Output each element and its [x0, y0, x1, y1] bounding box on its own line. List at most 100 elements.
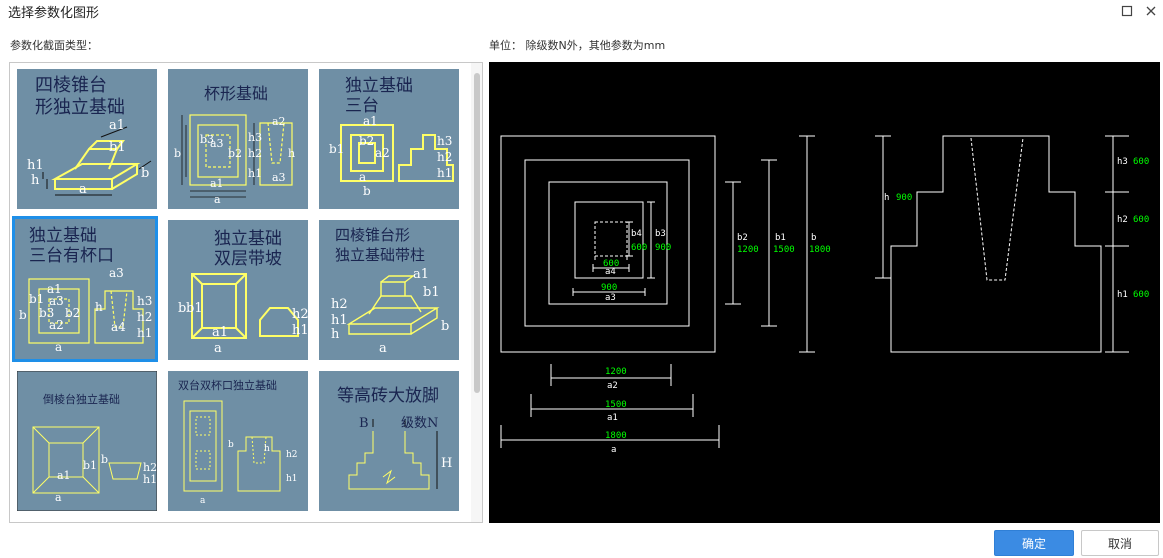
thumb-4-dim-h2: h2	[137, 310, 152, 324]
thumb-3-dim-b2: b2	[359, 134, 374, 148]
preview-h3-label: h3	[1117, 157, 1128, 167]
gallery-scroll-thumb[interactable]	[474, 73, 480, 393]
thumb-6-dim-b1: b1	[423, 285, 440, 300]
thumb-8-dim-h1: h1	[286, 474, 298, 484]
thumb-4-dim-b3: b3	[39, 306, 54, 320]
preview-h3-value: 600	[1133, 157, 1149, 167]
thumb-three-step-foundation[interactable]: 独立基础 三台 a1 b2 a2 b1 a b h3 h2 h1	[316, 66, 462, 212]
thumb-three-step-cup-foundation[interactable]: 独立基础 三台有杯口 a3 a1 b1 a3 b3 b2 a2 a h a4 h…	[12, 216, 158, 362]
thumb-7-dim-h1: h1	[143, 473, 157, 486]
thumb-4-dim-a1: a1	[47, 282, 62, 296]
thumb-2-dim-a2: a2	[272, 115, 286, 128]
thumb-5-title-line2: 双层带坡	[214, 249, 282, 269]
thumb-4-dim-a3: a3	[49, 294, 64, 308]
thumb-8-dim-b: b	[228, 440, 234, 450]
thumb-2-dim-h3: h3	[248, 131, 262, 144]
thumb-2-dim-h: h	[288, 147, 295, 160]
thumb-7-dim-a1: a1	[57, 469, 71, 482]
preview-a1-label: a1	[607, 413, 618, 423]
preview-a-value: 1800	[605, 431, 627, 441]
preview-a2-label: a2	[607, 381, 618, 391]
thumb-double-cup-foundation[interactable]: 双台双杯口独立基础 a b h h1 h2	[165, 368, 311, 514]
preview-a2-value: 1200	[605, 367, 627, 377]
thumb-5-dim-h1: h1	[292, 323, 308, 338]
thumb-1-dim-b: b	[141, 166, 149, 181]
preview-a4-value: 600	[603, 259, 619, 269]
thumb-2-dim-h2: h2	[248, 147, 262, 160]
ok-button[interactable]: 确定	[994, 530, 1074, 556]
cancel-button[interactable]: 取消	[1081, 530, 1159, 556]
thumb-9-dim-N: 级数N	[401, 416, 438, 431]
preview-h-label: h	[884, 193, 889, 203]
section-type-label: 参数化截面类型：	[10, 39, 98, 52]
thumb-inverted-frustum-foundation[interactable]: 倒棱台独立基础 b1 a1 a b h2 h1	[14, 368, 160, 514]
thumb-pyramid-foundation[interactable]: 四棱锥台 形独立基础 a1 b1 h1 h a b	[14, 66, 160, 212]
thumb-3-dim-a2: a2	[375, 146, 390, 160]
maximize-button[interactable]	[1118, 2, 1136, 20]
thumb-pyramid-foundation-image: 四棱锥台 形独立基础 a1 b1 h1 h a b	[17, 69, 157, 209]
thumb-1-dim-b1: b1	[109, 140, 126, 155]
maximize-icon	[1121, 5, 1133, 17]
thumb-5-dim-h2: h2	[292, 307, 308, 322]
thumb-2-dim-a1: a1	[210, 177, 224, 190]
thumb-double-cup-image: 双台双杯口独立基础 a b h h1 h2	[168, 371, 308, 511]
thumb-8-dim-h2: h2	[286, 450, 298, 460]
preview-a-label: a	[611, 445, 616, 455]
thumb-1-dim-a1: a1	[109, 118, 125, 133]
preview-h2-value: 600	[1133, 215, 1149, 225]
title-bar: 选择参数化图形	[0, 0, 1163, 24]
shape-gallery[interactable]: 四棱锥台 形独立基础 a1 b1 h1 h a b	[9, 62, 483, 523]
thumb-3-dim-b: b	[363, 184, 371, 198]
thumb-brick-footing[interactable]: 等高砖大放脚 B 级数N H	[316, 368, 462, 514]
thumb-9-dim-B: B	[359, 416, 369, 431]
thumb-6-dim-b: b	[441, 319, 449, 334]
thumb-4-dim-h3: h3	[137, 294, 152, 308]
thumb-cup-foundation[interactable]: 杯形基础 a2 b3 a3 b2 h3 h2 h1 a1 a b h	[165, 66, 311, 212]
preview-b2-value: 1200	[737, 245, 759, 255]
thumb-5-dim-b1: b1	[186, 301, 203, 316]
preview-b3-label: b3	[655, 229, 666, 239]
preview-h-value: 900	[896, 193, 912, 203]
thumb-2-dim-a3: a3	[210, 137, 224, 150]
thumb-1-dim-h: h	[31, 173, 40, 188]
thumb-4-dim-a4: a4	[111, 320, 126, 334]
thumb-2-title: 杯形基础	[204, 84, 268, 103]
gallery-scrollbar[interactable]	[471, 63, 482, 522]
thumb-8-title: 双台双杯口独立基础	[178, 378, 277, 392]
thumb-6-dim-a: a	[379, 341, 387, 356]
preview-b1-value: 1500	[773, 245, 795, 255]
preview-b1-label: b1	[775, 233, 786, 243]
thumb-6-dim-h: h	[331, 327, 340, 342]
thumb-4-dim-b2: b2	[65, 306, 80, 320]
window-title: 选择参数化图形	[8, 6, 100, 21]
thumb-3-dim-h2: h2	[437, 150, 452, 164]
thumb-3-title-line1: 独立基础	[345, 76, 413, 96]
preview-b2-label: b2	[737, 233, 748, 243]
thumb-6-dim-h1: h1	[331, 313, 348, 328]
thumb-4-dim-b: b	[19, 308, 27, 322]
thumb-double-slope-foundation[interactable]: 独立基础 双层带坡 b b1 a1 a h2 h1	[165, 217, 311, 363]
thumb-7-dim-a: a	[55, 491, 62, 504]
thumb-4-title-line2: 三台有杯口	[29, 246, 114, 266]
thumb-3-title-line2: 三台	[345, 96, 379, 116]
preview-b-label: b	[811, 233, 816, 243]
thumb-9-title: 等高砖大放脚	[337, 386, 439, 406]
thumb-6-title-line1: 四棱锥台形	[335, 226, 410, 244]
thumb-7-title: 倒棱台独立基础	[43, 392, 120, 406]
preview-h1-label: h1	[1117, 290, 1128, 300]
thumb-pyramid-column-foundation[interactable]: 四棱锥台形 独立基础带柱 a1 b1 h2 h1 h a b	[316, 217, 462, 363]
thumb-three-step-image: 独立基础 三台 a1 b2 a2 b1 a b h3 h2 h1	[319, 69, 459, 209]
preview-a3-label: a3	[605, 293, 616, 303]
thumb-3-dim-h3: h3	[437, 134, 452, 148]
preview-a1-value: 1500	[605, 400, 627, 410]
thumb-6-dim-h2: h2	[331, 297, 348, 312]
thumb-8-dim-a: a	[200, 496, 206, 506]
thumb-7-dim-h2: h2	[143, 461, 157, 474]
thumb-1-dim-a: a	[79, 182, 87, 197]
thumb-4-dim-a: a	[55, 340, 62, 354]
thumb-4-dim-a3-top: a3	[109, 266, 124, 280]
preview-drawing: 600 a4 b4 600 900 a3 b3 900 b2 1200 b1 1…	[500, 135, 1149, 455]
close-button[interactable]	[1142, 2, 1160, 20]
thumb-6-title-line2: 独立基础带柱	[335, 246, 425, 264]
thumb-2-dim-h1: h1	[248, 167, 262, 180]
